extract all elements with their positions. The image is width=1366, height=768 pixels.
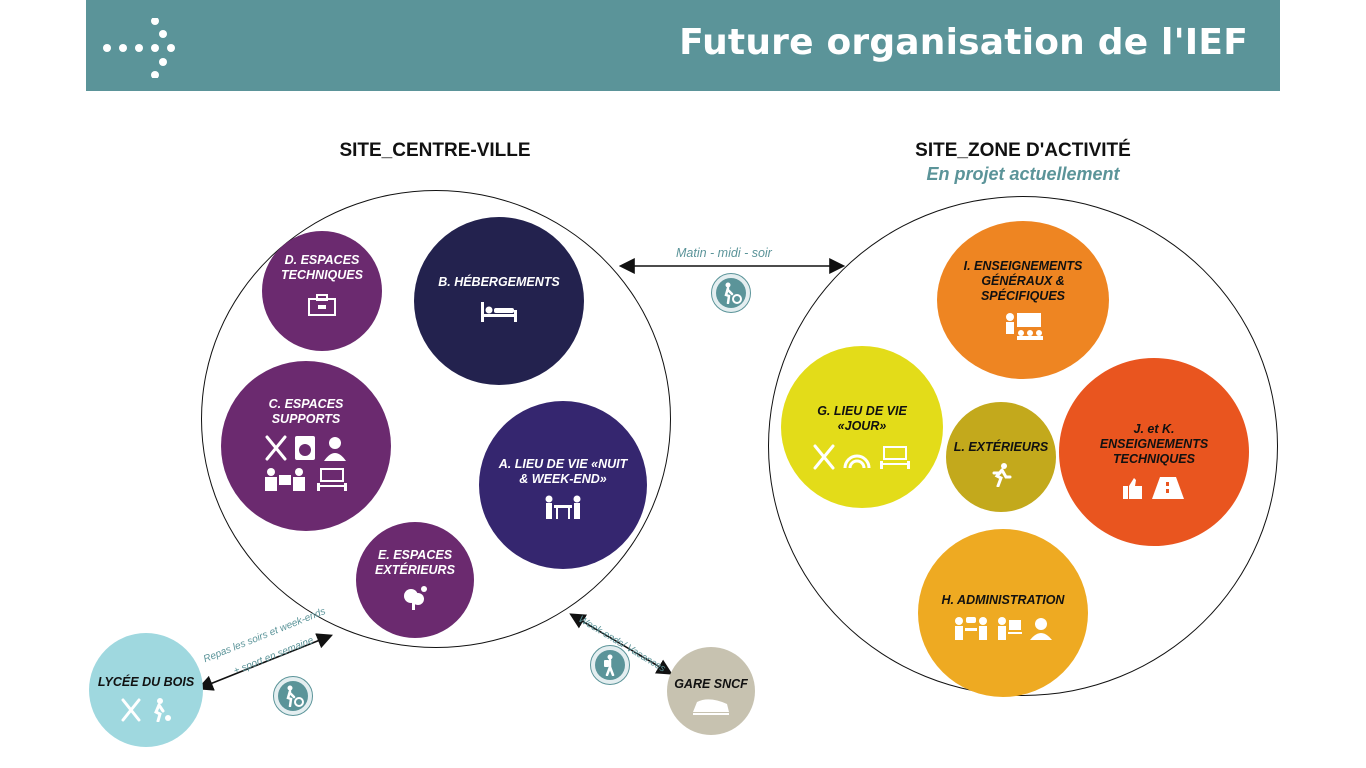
page-title: Future organisation de l'IEF	[679, 22, 1248, 63]
cutlery-icon	[813, 444, 835, 470]
bubble-espaces-exterieurs: E. ESPACES EXTÉRIEURS	[356, 522, 474, 638]
cutlery-icon	[121, 698, 141, 722]
tree-icon	[404, 586, 427, 610]
bubble-hebergements: B. HÉBERGEMENTS	[414, 217, 584, 385]
bubble-enseignements-generaux: I. ENSEIGNEMENTS GÉNÉRAUX & SPÉCIFIQUES	[937, 221, 1109, 379]
admin-meeting-icon	[955, 617, 987, 640]
runner-icon	[992, 463, 1012, 487]
site-zone-activite-circle	[768, 196, 1278, 696]
road-sign-icon	[1152, 477, 1184, 499]
speed-icon	[843, 454, 871, 469]
thumbs-up-tool-icon	[1123, 478, 1142, 499]
bubble-administration: H. ADMINISTRATION	[918, 529, 1088, 697]
logo-dots-icon	[103, 18, 175, 78]
toolbox-icon	[308, 294, 336, 316]
bubble-lieu-de-vie-jour: G. LIEU DE VIE «JOUR»	[781, 346, 943, 508]
hiker-icon-gare	[590, 645, 630, 685]
site-centre-ville-title: SITE_CENTRE-VILLE	[339, 140, 531, 161]
desk-icon	[998, 617, 1022, 640]
walker-icon	[286, 685, 304, 707]
desk-icon	[265, 468, 305, 491]
walker-icon	[724, 282, 742, 304]
bubble-label: G. LIEU DE VIE «JOUR»	[817, 404, 907, 433]
meeting-table-icon	[545, 495, 581, 519]
gare-label: GARE SNCF	[674, 677, 748, 691]
site-centre-ville-circle	[201, 190, 671, 648]
bubble-label: L. EXTÉRIEURS	[953, 440, 1049, 454]
link-lycee	[197, 633, 333, 691]
person-icon	[1030, 618, 1052, 640]
exhibit-icon	[317, 468, 347, 491]
bed-icon	[481, 302, 517, 322]
cutlery-icon	[265, 435, 287, 461]
walker-icon-lycee	[273, 676, 313, 716]
lycee-label: LYCÉE DU BOIS	[97, 675, 195, 689]
train-icon	[693, 699, 729, 715]
bubble-lieu-de-vie-nuit: A. LIEU DE VIE «NUIT & WEEK-END»	[479, 401, 647, 569]
gare-sncf-circle: GARE SNCF	[667, 647, 755, 735]
link-gare	[569, 613, 673, 675]
bubble-label: A. LIEU DE VIE «NUIT & WEEK-END»	[498, 457, 628, 486]
walker-icon-between-sites	[711, 273, 751, 313]
ball-player-icon	[154, 698, 171, 722]
exhibit-icon	[880, 446, 910, 469]
walker-icon	[604, 654, 615, 676]
washing-machine-icon	[295, 436, 315, 460]
bubble-enseignements-techniques: J. et K. ENSEIGNEMENTS TECHNIQUES	[1059, 358, 1249, 546]
lycee-du-bois-circle: LYCÉE DU BOIS	[89, 633, 203, 747]
bubble-label: H. ADMINISTRATION	[941, 593, 1065, 607]
header-banner: Future organisation de l'IEF	[86, 0, 1280, 91]
site-zone-activite-title: SITE_ZONE D'ACTIVITÉ	[915, 140, 1131, 161]
bubble-label: B. HÉBERGEMENTS	[438, 275, 560, 289]
person-icon	[324, 437, 346, 461]
bubble-espaces-supports: C. ESPACES SUPPORTS	[221, 361, 391, 531]
bubble-label: I. ENSEIGNEMENTS GÉNÉRAUX & SPÉCIFIQUES	[963, 259, 1083, 303]
teacher-board-icon	[1006, 313, 1043, 340]
bubble-label: D. ESPACES TECHNIQUES	[281, 253, 363, 282]
link-label-between-sites: Matin - midi - soir	[676, 246, 772, 260]
site-zone-activite-subtitle: En projet actuellement	[926, 164, 1120, 184]
bubble-label: J. et K. ENSEIGNEMENTS TECHNIQUES	[1099, 422, 1209, 466]
bubble-exterieurs: L. EXTÉRIEURS	[946, 402, 1056, 512]
bubble-label: E. ESPACES EXTÉRIEURS	[375, 548, 455, 577]
bubble-label: C. ESPACES SUPPORTS	[268, 397, 344, 426]
bubble-espaces-techniques: D. ESPACES TECHNIQUES	[262, 231, 382, 351]
